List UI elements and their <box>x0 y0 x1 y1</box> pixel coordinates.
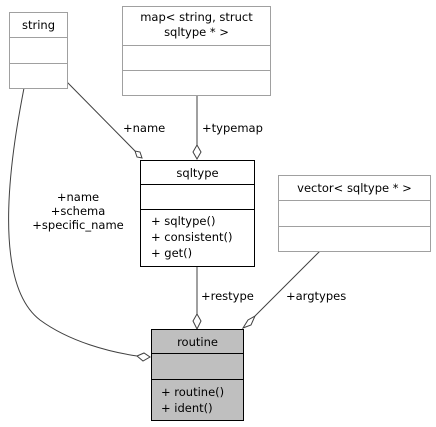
method-consistent: + consistent() <box>151 230 232 244</box>
class-name: sqltype <box>176 166 218 180</box>
aggregation-diamond <box>136 352 151 362</box>
edge-label-name: +name <box>123 121 165 135</box>
class-string: string <box>9 12 68 89</box>
class-name-line1: map< string, struct <box>140 10 253 24</box>
edge-label-specific-name: +specific_name <box>32 218 123 232</box>
class-box <box>140 160 255 267</box>
method-ident: + ident() <box>161 401 213 415</box>
edge-label-typemap: +typemap <box>202 121 263 135</box>
edge-label-schema: +schema <box>51 204 106 218</box>
edge-string-to-routine <box>8 87 151 362</box>
aggregation-diamond <box>241 314 257 329</box>
edge-vector-to-routine <box>241 250 321 329</box>
aggregation-diamond <box>134 150 143 159</box>
edge-map-to-sqltype <box>192 95 202 161</box>
class-name: string <box>22 18 55 32</box>
class-name: routine <box>177 335 218 349</box>
class-name-line2: sqltype * > <box>164 25 229 39</box>
method-routine: + routine() <box>161 385 224 399</box>
aggregation-diamond <box>192 312 202 331</box>
class-box <box>278 175 431 252</box>
aggregation-diamond <box>192 143 202 161</box>
class-box <box>122 6 271 96</box>
class-vector: vector< sqltype * > <box>278 175 431 252</box>
edge-sqltype-to-routine <box>192 267 202 331</box>
class-routine: routine + routine() + ident() <box>151 329 244 421</box>
edge-string-to-sqltype <box>66 81 143 159</box>
method-get: + get() <box>151 246 192 260</box>
class-sqltype: sqltype + sqltype() + consistent() + get… <box>140 160 255 267</box>
class-map: map< string, struct sqltype * > <box>122 6 271 96</box>
class-name: vector< sqltype * > <box>297 181 412 195</box>
class-box <box>151 329 244 421</box>
method-sqltype: + sqltype() <box>151 214 215 228</box>
edge-label-name-2: +name <box>57 190 99 204</box>
edge-label-restype: +restype <box>201 289 254 303</box>
edge-label-argtypes: +argtypes <box>286 289 346 303</box>
class-box <box>9 12 68 89</box>
